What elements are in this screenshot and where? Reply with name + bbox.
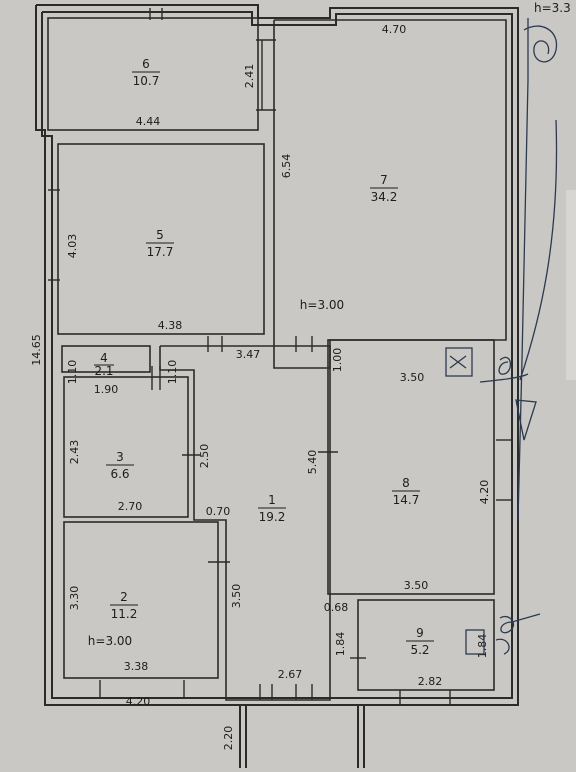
dimension-label: 2.70 (118, 500, 143, 513)
dimension-label: 6.54 (280, 154, 293, 179)
porch (239, 705, 365, 768)
dimension-label: 2.67 (278, 668, 303, 681)
room-2-outline (63, 521, 219, 679)
room-number: 3 (116, 450, 124, 464)
pen-scribble-top (523, 25, 558, 63)
dimension-label: 1.10 (66, 360, 79, 385)
pen-line-right (517, 18, 529, 521)
ceiling-height-note: h=3.00 (300, 298, 344, 312)
room-3-outline (63, 376, 189, 518)
dimension-label: 4.38 (158, 319, 183, 332)
dimension-label: 2.50 (198, 444, 211, 469)
outer-walls (35, 4, 519, 706)
room-7-label: 7 34.2 (370, 173, 398, 204)
room-outlines (47, 17, 507, 701)
room-number: 9 (416, 626, 424, 640)
ceiling-height-note: h=3.3 (534, 1, 571, 15)
room-4-label: 4 2.1 (94, 351, 114, 378)
dimension-label: 3.50 (400, 371, 425, 384)
room-area: 10.7 (133, 74, 160, 88)
pen-line-curve (519, 119, 558, 381)
dimension-label: 1.84 (476, 634, 489, 659)
pen-annotations (445, 18, 558, 655)
dimension-label: 2.41 (243, 64, 256, 89)
room-number: 2 (120, 590, 128, 604)
room-3-label: 3 6.6 (106, 450, 134, 481)
room-area: 5.2 (410, 643, 429, 657)
room-9-label: 9 5.2 (406, 626, 434, 657)
dimension-label: 3.50 (404, 579, 429, 592)
room-number: 5 (156, 228, 164, 242)
dimension-label: 4.44 (136, 115, 161, 128)
dimension-label: 4.03 (66, 234, 79, 259)
dimension-label: 5.40 (306, 450, 319, 475)
room-8-label: 8 14.7 (392, 476, 420, 507)
room-2-label: 2 11.2 (110, 590, 138, 621)
dimension-label: 1.90 (94, 383, 119, 396)
pen-box-room9 (465, 629, 485, 655)
openings (48, 8, 512, 705)
room-5-outline (57, 143, 265, 335)
room-area: 34.2 (371, 190, 398, 204)
dimension-label: 4.70 (382, 23, 407, 36)
ceiling-notes: h=3.00 h=3.00 h=3.3 (88, 1, 571, 648)
room-1-label: 1 19.2 (258, 493, 286, 524)
room-8-outline (327, 339, 495, 595)
room-6-label: 6 10.7 (132, 57, 160, 88)
dimension-label: 1.10 (166, 360, 179, 385)
dimension-label: 0.70 (206, 505, 231, 518)
room-1-outline (159, 345, 331, 701)
room-5-label: 5 17.7 (146, 228, 174, 259)
dimension-label: 14.65 (30, 334, 43, 366)
dimension-label: 2.20 (222, 726, 235, 751)
room-4-outline (61, 345, 151, 373)
dimension-label: 4.20 (126, 695, 151, 708)
room-number: 7 (380, 173, 388, 187)
room-area: 11.2 (111, 607, 138, 621)
room-number: 6 (142, 57, 150, 71)
dimension-label: 3.30 (68, 586, 81, 611)
room-number: 1 (268, 493, 276, 507)
dimension-label: 1.84 (334, 632, 347, 657)
room-9-outline (357, 599, 495, 691)
dimension-label: 2.43 (68, 440, 81, 465)
pen-box-room7 (445, 347, 473, 377)
room-area: 19.2 (259, 510, 286, 524)
room-labels: 6 10.7 7 34.2 5 17.7 4 2.1 3 6.6 1 19.2 (94, 57, 434, 657)
room-area: 17.7 (147, 245, 174, 259)
dimension-labels: 4.70 4.44 4.38 3.47 1.90 3.50 2.70 0.70 … (30, 23, 491, 750)
dimension-label: 1.00 (331, 348, 344, 373)
ceiling-height-note: h=3.00 (88, 634, 132, 648)
pen-triangle (515, 399, 537, 441)
dimension-label: 3.50 (230, 584, 243, 609)
room-number: 8 (402, 476, 410, 490)
edge-fragments (566, 190, 576, 380)
dimension-label: 3.47 (236, 348, 261, 361)
dimension-label: 3.38 (124, 660, 149, 673)
dimension-label: 4.20 (478, 480, 491, 505)
room-area: 14.7 (393, 493, 420, 507)
room-area: 6.6 (110, 467, 129, 481)
dimension-label: 2.82 (418, 675, 443, 688)
room-number: 4 (100, 351, 108, 365)
room-6-outline (47, 17, 259, 131)
dimension-label: 0.68 (324, 601, 349, 614)
room-area: 2.1 (94, 364, 113, 378)
